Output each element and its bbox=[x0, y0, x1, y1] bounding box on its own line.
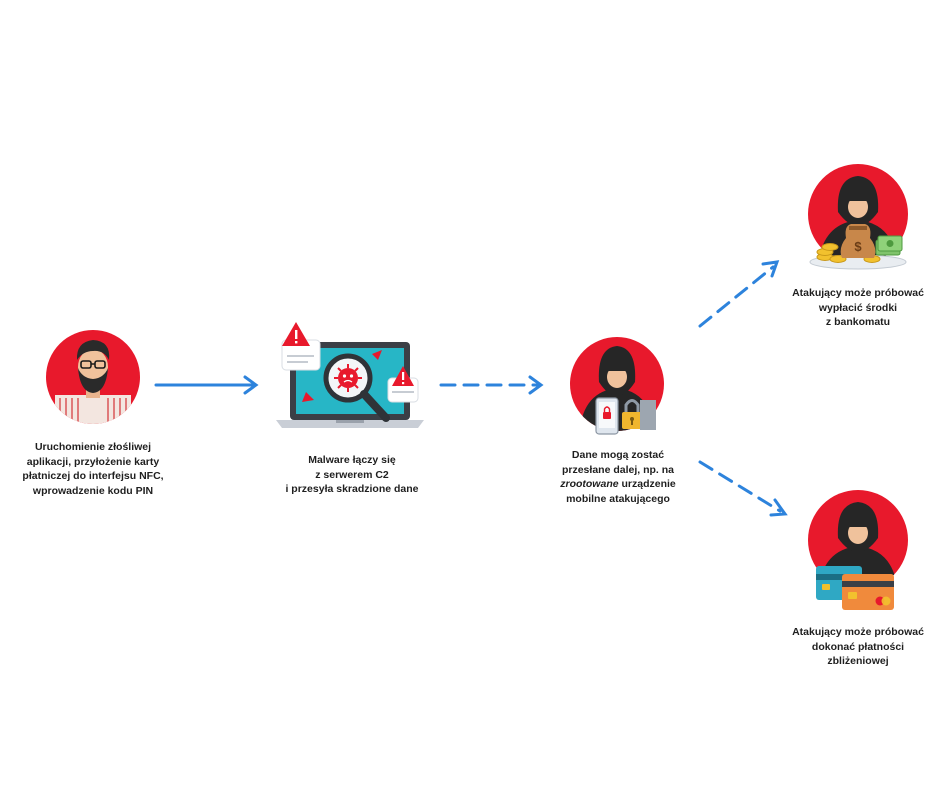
hacker-with-money-icon: $ bbox=[808, 164, 908, 270]
hacker-with-phone-icon bbox=[570, 337, 664, 435]
caption-line: wprowadzenie kodu PIN bbox=[32, 484, 154, 497]
caption-line: aplikacji, przyłożenie karty bbox=[26, 455, 160, 468]
caption-line: Dane mogą zostać bbox=[571, 449, 665, 461]
arrow-relay-to-atm bbox=[698, 260, 780, 328]
caption-relay: Dane mogą zostać przesłane dalej, np. na… bbox=[528, 448, 708, 506]
caption-line: Uruchomienie złośliwej bbox=[34, 441, 152, 453]
caption-line: z serwerem C2 bbox=[315, 468, 389, 481]
caption-line: mobilne atakującego bbox=[566, 492, 670, 505]
caption-line: Atakujący może próbować bbox=[792, 287, 924, 299]
caption-line: przesłane dalej, np. na bbox=[561, 463, 675, 476]
arrow-relay-to-contactless bbox=[698, 460, 788, 517]
caption-line: i przesyła skradzione dane bbox=[285, 483, 419, 495]
hacker-with-cards-icon bbox=[808, 490, 908, 610]
caption-line: Atakujący może próbować bbox=[792, 626, 924, 638]
caption-malware: Malware łączy się z serwerem C2 i przesy… bbox=[262, 453, 442, 497]
caption-line: dokonać płatności bbox=[811, 640, 905, 653]
caption-victim: Uruchomienie złośliwej aplikacji, przyło… bbox=[8, 440, 178, 498]
virus-icon bbox=[334, 364, 362, 392]
caption-line: wypłacić środki bbox=[818, 301, 898, 314]
caption-line: z bankomatu bbox=[825, 316, 891, 328]
caption-atm: Atakujący może próbować wypłacić środki … bbox=[768, 286, 940, 330]
svg-text:$: $ bbox=[854, 239, 862, 254]
infected-laptop-icon bbox=[276, 322, 424, 428]
caption-line-mixed: zrootowane urządzenie bbox=[528, 477, 708, 492]
man-with-glasses-icon bbox=[46, 330, 140, 424]
caption-line-rest: urządzenie bbox=[618, 478, 676, 490]
caption-line: płatniczej do interfejsu NFC, bbox=[22, 470, 164, 482]
arrow-malware-to-relay bbox=[439, 375, 544, 395]
caption-line: Malware łączy się bbox=[308, 454, 396, 466]
caption-italic-word: zrootowane bbox=[560, 478, 619, 490]
caption-line: zbliżeniowej bbox=[827, 655, 889, 667]
arrow-victim-to-malware bbox=[154, 375, 259, 395]
caption-contactless: Atakujący może próbować dokonać płatnośc… bbox=[768, 625, 940, 669]
